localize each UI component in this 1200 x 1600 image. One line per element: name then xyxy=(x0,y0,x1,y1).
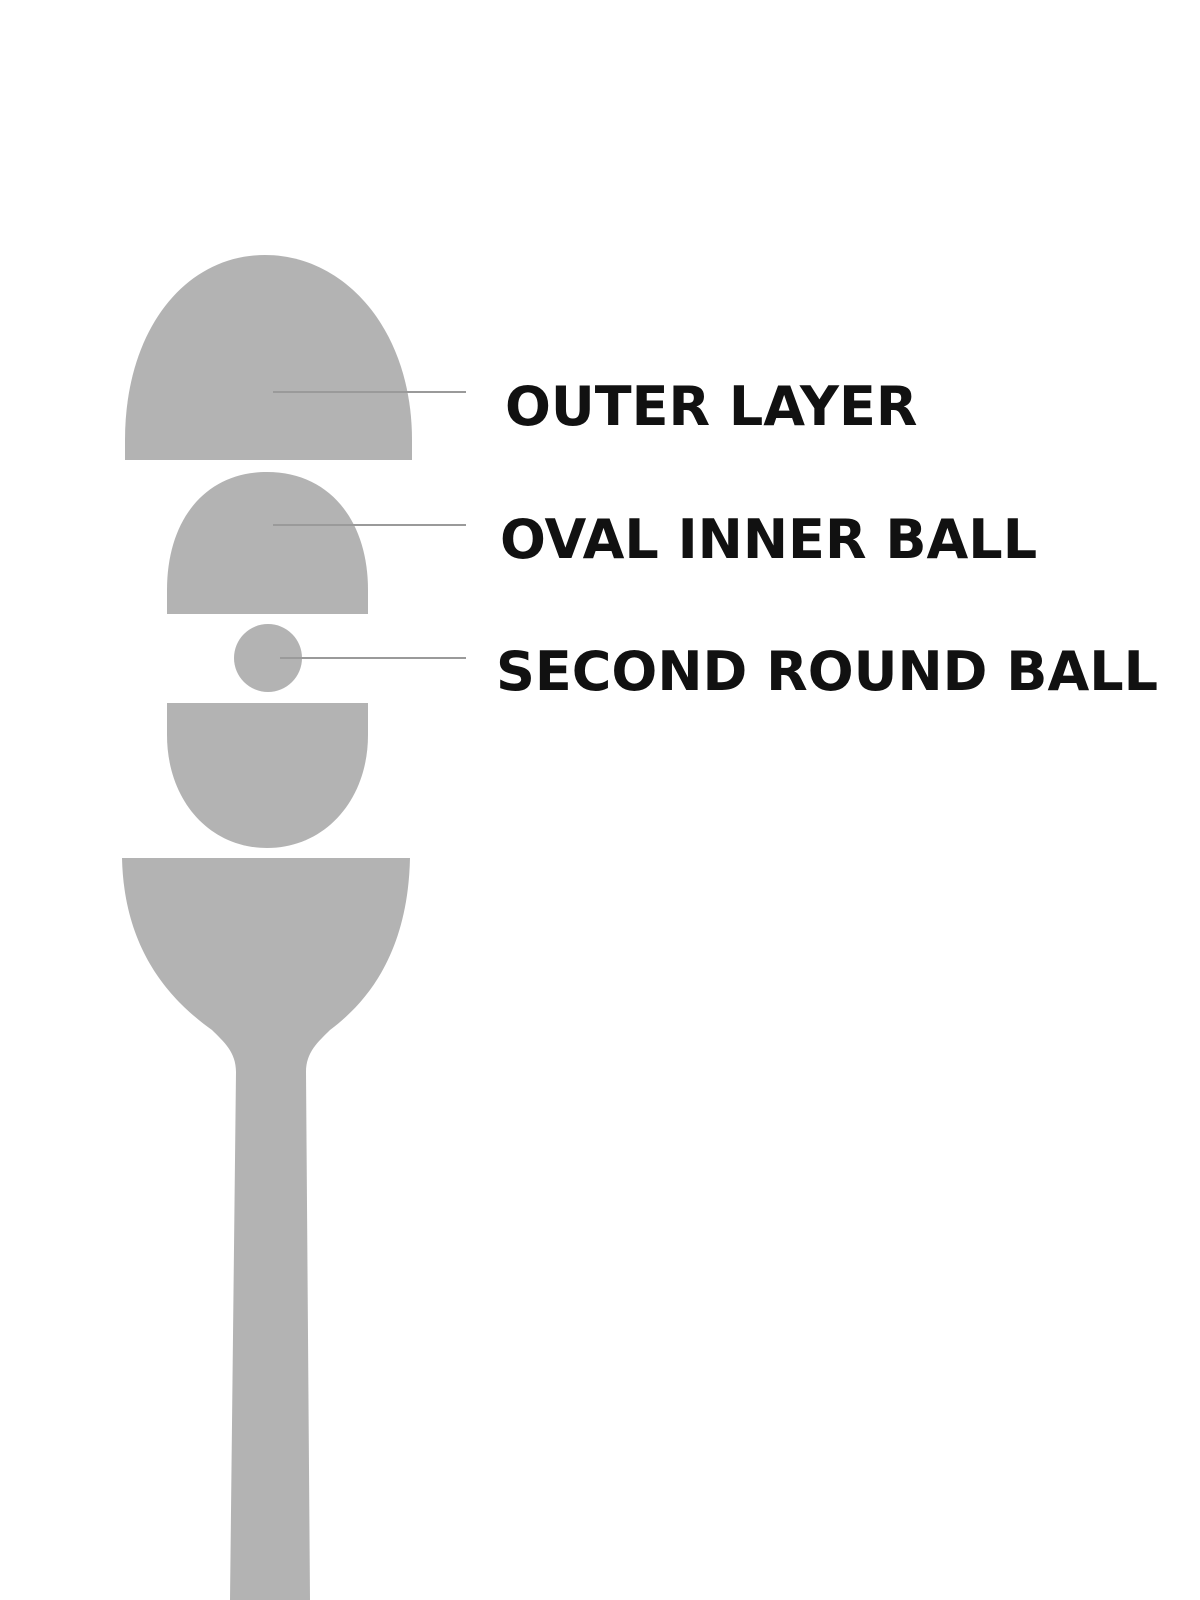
outer-layer-bottom-with-handle xyxy=(122,858,410,1600)
outer-layer-top-dome xyxy=(125,255,412,460)
second-round-ball-label: SECOND ROUND BALL xyxy=(496,640,1158,703)
outer-layer-label: OUTER LAYER xyxy=(505,375,917,438)
second-round-ball-shape xyxy=(234,624,302,692)
oval-inner-ball-label: OVAL INNER BALL xyxy=(500,508,1037,571)
oval-inner-ball-bottom-half xyxy=(167,703,368,848)
oval-inner-ball-top-half xyxy=(167,472,368,614)
